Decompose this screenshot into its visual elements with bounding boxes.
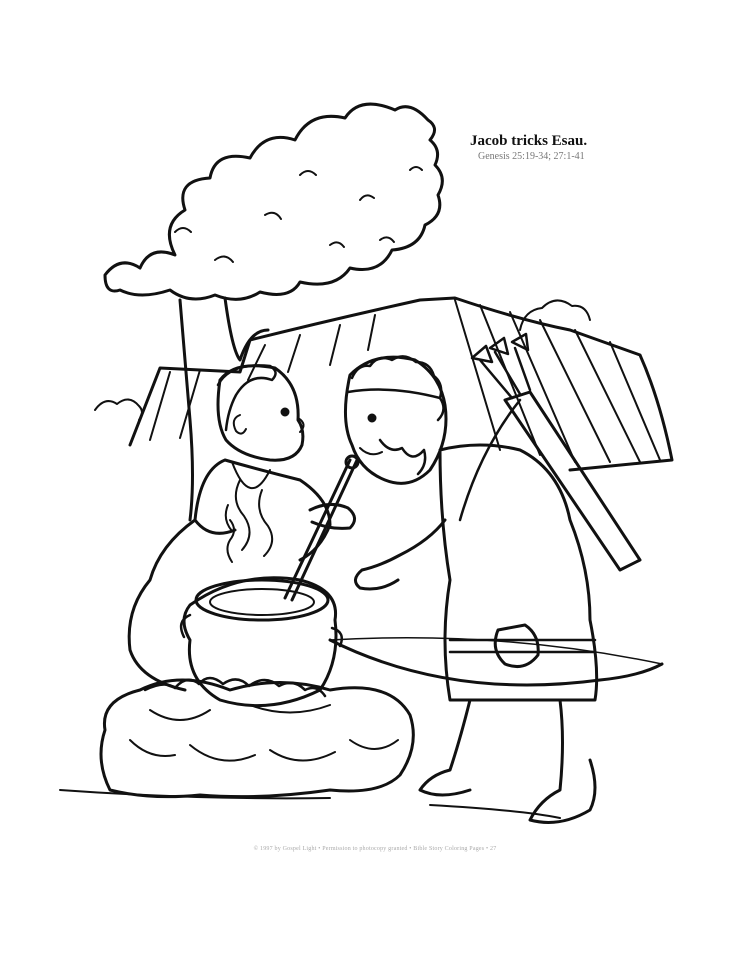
esau-body [440, 445, 597, 700]
campfire-stone-lines [130, 705, 398, 761]
caption-reference: Genesis 25:19-34; 27:1-41 [478, 151, 585, 162]
caption: Jacob tricks Esau. Genesis 25:19-34; 27:… [470, 132, 670, 163]
bush-right [520, 300, 590, 330]
tree-trunk [180, 298, 268, 520]
ground-line [60, 790, 560, 818]
jacob-hair [218, 365, 276, 430]
bow [330, 640, 662, 685]
copyright-footer: © 1997 by Gospel Light • Permission to p… [253, 846, 497, 852]
jacob-head [218, 366, 303, 460]
esau-eye [369, 415, 375, 421]
spoon-tip [346, 456, 358, 468]
jacob-ear [234, 415, 246, 434]
esau-belt [450, 640, 595, 652]
quiver-strap [460, 400, 520, 520]
steam [226, 480, 272, 556]
pot-stew [210, 589, 314, 615]
esau-hair-curls [352, 356, 444, 420]
tree-canopy [105, 104, 442, 299]
esau-headband [348, 390, 440, 398]
jacob-body [129, 460, 330, 690]
bush-left [95, 399, 142, 420]
jacob-nose [298, 418, 304, 432]
campfire-stones [101, 680, 413, 797]
bowstring [330, 638, 662, 664]
caption-title: Jacob tricks Esau. [470, 133, 588, 149]
pot-handle-left [181, 615, 190, 637]
esau-arm [355, 520, 445, 589]
quiver [505, 392, 640, 570]
wooden-spoon [285, 458, 358, 600]
pot-rim [196, 580, 328, 620]
esau-mouth [360, 448, 382, 454]
jacob-eye [282, 409, 288, 415]
esau-hand-bow [495, 625, 538, 667]
esau-legs [420, 700, 595, 822]
jacob-tunic-neck [227, 462, 270, 562]
tent-stripes [150, 300, 660, 462]
tree-canopy-detail [175, 167, 422, 262]
flames [145, 678, 325, 696]
arrows [472, 334, 530, 398]
tent [130, 298, 672, 470]
esau-beard [380, 440, 425, 474]
jacob-arm [310, 504, 355, 528]
esau-head [345, 357, 446, 483]
